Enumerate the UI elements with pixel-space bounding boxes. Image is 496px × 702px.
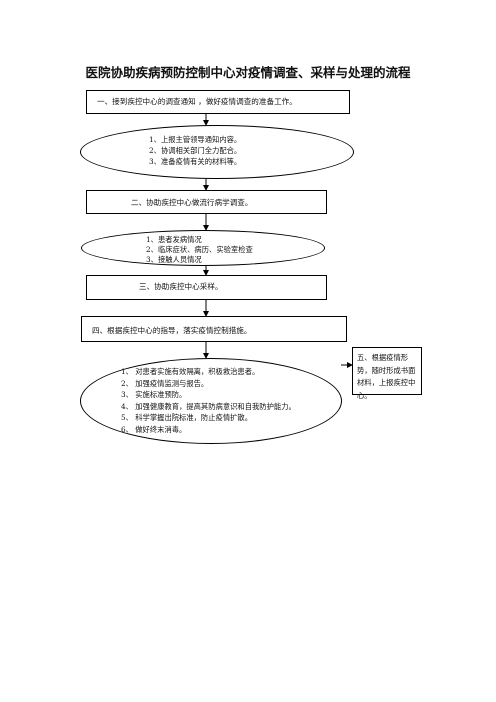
step1-box: 一、接到疾控中心的调查通知 ，做好疫情调查的准备工作。 — [86, 90, 350, 114]
ellipse3-item-5: 5、 科学掌握出院标准，防止疫情扩散。 — [121, 413, 253, 422]
ellipse3-item-4: 4、 加强健康教育，提高其防病意识和自我防护能力。 — [121, 401, 296, 411]
page-title: 医院协助疾病预防控制中心对疫情调查、采样与处理的流程 — [85, 65, 411, 80]
step5-label: 五、根据疫情形势，随时形成书面材料，上报疾控中心。 — [357, 353, 416, 400]
ellipse3: 1、 对患者实施有效隔离，积极救治患者。 2、 加强疫情监测与报告。 3、 实施… — [80, 358, 342, 444]
step4-label: 四、根据疾控中心的指导，落实疫情控制措施。 — [92, 326, 252, 335]
step2-box: 二、协助疾控中心做流行病学调查。 — [86, 190, 327, 214]
step3-label: 三、协助疾控中心采样。 — [139, 282, 223, 291]
ellipse2-item-2: 2、临床症状、病历、实验室检查 — [146, 245, 253, 254]
ellipse2-item-1: 1、患者发病情况 — [146, 235, 202, 244]
ellipse3-item-3: 3、 实施标准预防。 — [121, 390, 187, 399]
ellipse1-item-3: 3、准备疫情有关的材料等。 — [149, 157, 242, 166]
step2-label: 二、协助疾控中心做流行病学调查。 — [131, 198, 253, 207]
ellipse1: 1、上报主管领导通知内容。 2、协调相关部门全力配合。 3、准备疫情有关的材料等… — [80, 125, 354, 179]
ellipse3-item-2: 2、 加强疫情监测与报告。 — [121, 378, 209, 388]
step4-box: 四、根据疾控中心的指导，落实疫情控制措施。 — [81, 316, 347, 342]
ellipse1-item-1: 1、上报主管领导通知内容。 — [149, 135, 242, 144]
ellipse2-item-3: 3、接触人员情况 — [146, 255, 202, 264]
ellipse3-item-1: 1、 对患者实施有效隔离，积极救治患者。 — [121, 367, 260, 376]
ellipse1-item-2: 2、协调相关部门全力配合。 — [149, 146, 242, 155]
step3-box: 三、协助疾控中心采样。 — [86, 275, 327, 300]
ellipse3-item-6: 6、 做好终末消毒。 — [121, 424, 187, 434]
step1-label: 一、接到疾控中心的调查通知 ，做好疫情调查的准备工作。 — [97, 97, 297, 106]
step5-box: 五、根据疫情形势，随时形成书面材料，上报疾控中心。 — [352, 347, 422, 400]
ellipse2: 1、患者发病情况 2、临床症状、病历、实验室检查 3、接触人员情况 — [81, 230, 325, 266]
